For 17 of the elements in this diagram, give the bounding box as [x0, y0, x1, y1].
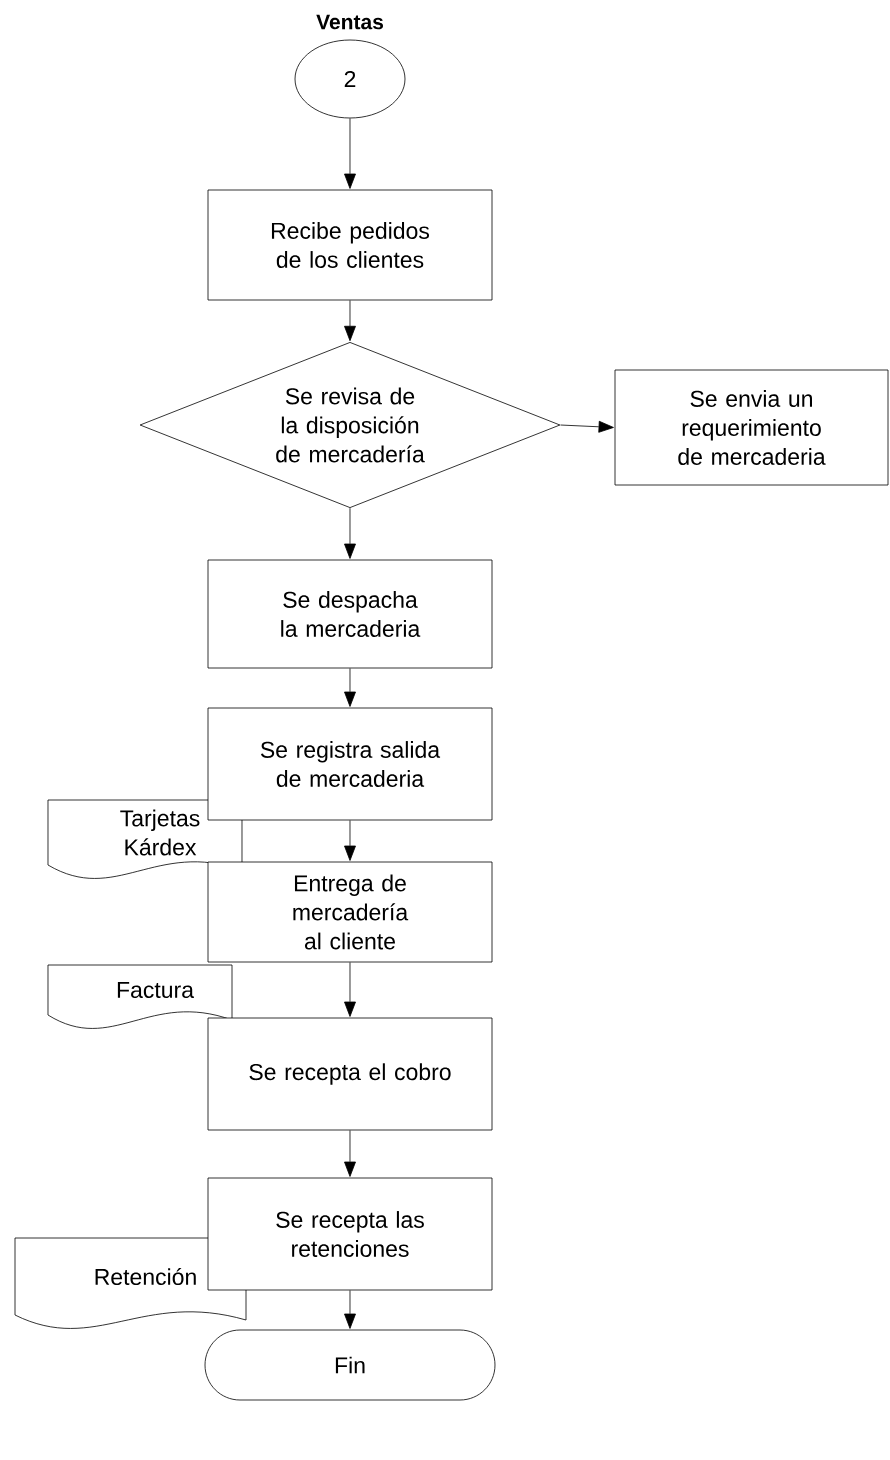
title: Ventas [316, 14, 383, 30]
process-box: Entrega de mercadería al cliente [207, 861, 493, 963]
process-box: Se registra salida de mercaderia [207, 707, 493, 821]
arrow [344, 668, 356, 707]
process-box: Se recepta las retenciones [207, 1177, 493, 1291]
arrow [344, 1130, 356, 1177]
arrow [344, 300, 356, 342]
process-box: Se despacha la mercaderia [207, 559, 493, 669]
process-box: Recibe pedidos de los clientes [207, 189, 493, 301]
arrow [560, 420, 614, 433]
arrow [344, 820, 356, 861]
process-box: Se recepta el cobro [207, 1017, 493, 1131]
arrow [344, 118, 356, 189]
arrow [344, 507, 356, 559]
arrow [344, 1290, 356, 1329]
process-box: Se envia un requerimiento de mercaderia [614, 369, 889, 486]
arrow [344, 962, 356, 1017]
